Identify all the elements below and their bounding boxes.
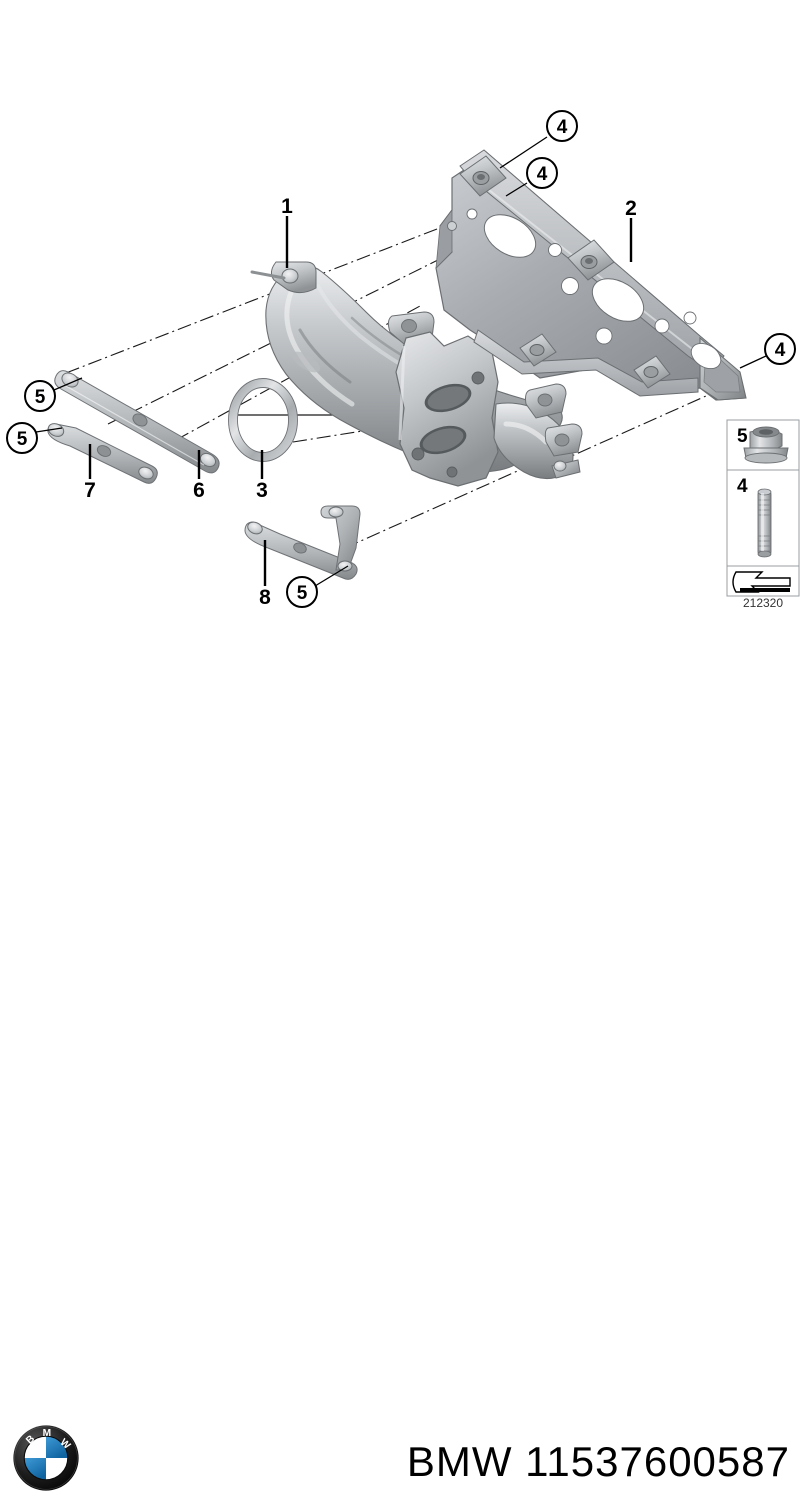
callout-7[interactable]: 7: [84, 479, 96, 502]
callout-label: 4: [775, 340, 786, 361]
callout-label: 1: [281, 195, 293, 218]
callout-label: 5: [297, 583, 308, 604]
detail-cell-number-4: 4: [737, 476, 748, 497]
callout-leader-lines: [88, 216, 633, 586]
detail-cell-number-5: 5: [737, 426, 748, 447]
callout-4-top[interactable]: 4: [546, 110, 578, 142]
part-1-exhaust-manifold: [250, 261, 583, 487]
callout-leader-lines-thin: [35, 136, 767, 587]
detail-box: [726, 419, 800, 597]
callout-label: 4: [537, 164, 548, 185]
diagram-page: 4 4 4 5 5 5 1 2 3: [0, 110, 800, 1491]
heat-shield-mount-tab: [567, 239, 615, 281]
heat-shield-mount-tab: [633, 355, 671, 389]
part-8-holder-bracket-angled: [244, 505, 361, 580]
detail-flange-nut: [743, 426, 789, 464]
callout-label: 5: [35, 387, 46, 408]
part-3-gasket-ring: [228, 378, 298, 462]
callout-label: 2: [625, 197, 637, 220]
brand-and-part-number: BMW 11537600587: [406, 1438, 790, 1485]
detail-stud-bolt: [757, 488, 772, 558]
callout-2[interactable]: 2: [625, 197, 637, 220]
callout-5-bottom[interactable]: 5: [286, 576, 318, 608]
callout-5-upper-left[interactable]: 5: [24, 380, 56, 412]
heat-shield-mount-tab: [519, 333, 557, 367]
part-6-holder-bracket-long: [54, 370, 220, 474]
callout-label: 4: [557, 117, 568, 138]
part-7-holder-bracket-short: [47, 423, 158, 484]
callout-6[interactable]: 6: [193, 479, 205, 502]
parts-diagram-canvas: 4 4 4 5 5 5 1 2 3: [6, 110, 800, 609]
callout-label: 6: [193, 479, 205, 502]
callout-label: 5: [17, 429, 28, 450]
callout-4-right[interactable]: 4: [764, 333, 796, 365]
callout-label: 8: [259, 586, 271, 609]
callout-1[interactable]: 1: [281, 195, 293, 218]
callout-label: 7: [84, 479, 96, 502]
callout-3[interactable]: 3: [256, 479, 268, 502]
callout-4-upper[interactable]: 4: [526, 157, 558, 189]
part-2-heat-shield: [435, 149, 747, 401]
footer-bar: B M W BMW 11537600587: [0, 708, 800, 1491]
callout-5-lower-left[interactable]: 5: [6, 422, 38, 454]
callout-8[interactable]: 8: [259, 586, 271, 609]
detail-direction-arrow: [732, 571, 791, 593]
callout-label: 3: [256, 479, 268, 502]
detail-box-code: 212320: [742, 596, 784, 610]
heat-shield-mount-tab: [459, 155, 507, 197]
